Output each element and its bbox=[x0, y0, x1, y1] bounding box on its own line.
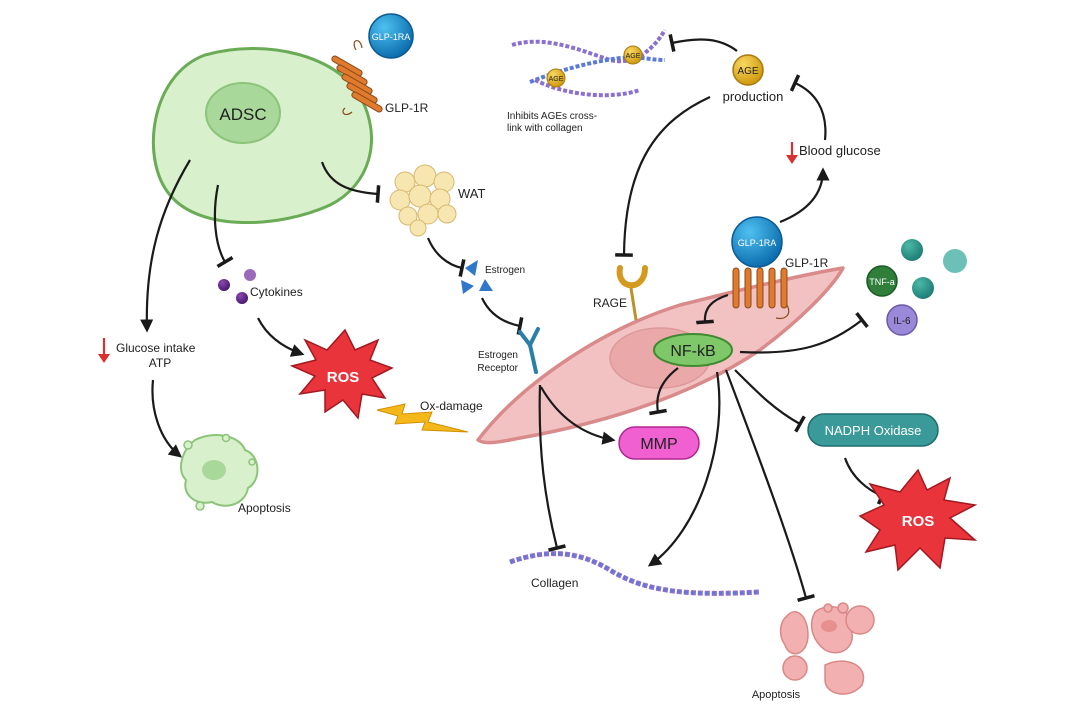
adsc-nucleus bbox=[205, 82, 281, 144]
mmp-node[interactable] bbox=[618, 426, 700, 460]
cytokine-sphere-1 bbox=[901, 239, 923, 261]
tnf-alpha-sphere bbox=[866, 265, 898, 297]
ox-damage-label: Ox-damage bbox=[420, 399, 483, 413]
age-label: AGE bbox=[737, 66, 758, 77]
ros-right-label: ROS bbox=[902, 513, 935, 530]
nadph-oxidase-node[interactable] bbox=[807, 413, 939, 447]
fibroblast-glp1ra-label: GLP-1RA bbox=[738, 238, 777, 248]
crosslink-age-1-label: AGE bbox=[626, 53, 641, 60]
wat-label: WAT bbox=[458, 186, 485, 201]
nfkb-to-collagen-arrow bbox=[647, 371, 721, 567]
ros-starburst-left bbox=[289, 328, 394, 420]
glucose-to-apoptosis-arrow bbox=[151, 379, 183, 458]
nadph-oxidase-label: NADPH Oxidase bbox=[825, 423, 922, 438]
glp1ra-to-glucose-arrow bbox=[779, 167, 830, 224]
fibroblast-glp1r-receptor bbox=[732, 267, 788, 309]
collagen-strand bbox=[509, 551, 761, 596]
glp1r-inhibits-nfkb bbox=[696, 293, 729, 325]
estrogen-label: Estrogen bbox=[485, 265, 525, 276]
adsc-to-glucose-arrow bbox=[140, 159, 191, 333]
rage-label: RAGE bbox=[593, 296, 627, 310]
cytokine-sphere-2 bbox=[943, 249, 967, 273]
cytokines-to-ros-arrow bbox=[257, 317, 305, 357]
adsc-apoptosis-cell bbox=[180, 433, 259, 511]
glucose-down-arrow-head-icon bbox=[98, 354, 110, 363]
il6-sphere bbox=[886, 304, 918, 336]
adsc-glp1r-receptor bbox=[331, 40, 383, 116]
ros-left-label: ROS bbox=[327, 369, 360, 386]
er-inhibits-collagen bbox=[538, 384, 566, 552]
nfkb-node[interactable] bbox=[653, 333, 733, 367]
fibroblast-apoptosis-label: Apoptosis bbox=[752, 689, 801, 701]
nfkb-label: NF-kB bbox=[670, 343, 715, 360]
crosslink-label-1: Inhibits AGEs cross- bbox=[507, 111, 597, 122]
cytokines-icon bbox=[218, 269, 256, 304]
fibroblast-glp1r-label: GLP-1R bbox=[785, 256, 829, 270]
mmp-label: MMP bbox=[640, 436, 677, 453]
estrogen-receptor-icon bbox=[518, 327, 540, 374]
age-node[interactable] bbox=[732, 54, 764, 86]
cytokine-sphere-3 bbox=[912, 277, 934, 299]
adsc-inhibits-wat bbox=[320, 161, 381, 203]
age-inhibits-crosslink bbox=[668, 34, 738, 52]
age-production-label: production bbox=[723, 89, 784, 104]
adsc-apoptosis-label: Apoptosis bbox=[238, 501, 291, 515]
tnf-alpha-label: TNF-a bbox=[869, 277, 895, 287]
adsc-label: ADSC bbox=[219, 105, 266, 124]
adsc-glp1ra-ligand bbox=[368, 13, 414, 59]
nfkb-inhibits-nadph bbox=[734, 369, 806, 433]
adsc-inhibits-cytokines bbox=[213, 184, 234, 268]
blood-glucose-label: Blood glucose bbox=[799, 143, 881, 158]
adsc-glp1ra-label: GLP-1RA bbox=[372, 32, 411, 42]
crosslinked-collagen-icon bbox=[511, 28, 667, 98]
lightning-bolt-icon bbox=[376, 403, 469, 433]
collagen-label: Collagen bbox=[531, 576, 578, 590]
wat-inhibits-estrogen bbox=[426, 237, 466, 277]
er-to-mmp-arrow bbox=[540, 386, 616, 445]
nfkb-inhibits-il6 bbox=[739, 311, 869, 354]
estrogen-receptor-label-2: Receptor bbox=[477, 363, 518, 374]
fibroblast-glp1ra-ligand bbox=[731, 216, 783, 268]
estrogen-triangles-icon bbox=[461, 260, 493, 294]
crosslink-age-2-label: AGE bbox=[549, 76, 564, 83]
estrogen-receptor-label-1: Estrogen bbox=[478, 350, 518, 361]
estrogen-inhibits-receptor bbox=[481, 297, 524, 335]
il6-label: IL-6 bbox=[893, 316, 911, 327]
adsc-glp1r-label: GLP-1R bbox=[385, 101, 429, 115]
fibroblast-apoptosis-cell bbox=[779, 602, 875, 695]
ros-starburst-right bbox=[858, 468, 978, 572]
age-inhibits-rage bbox=[615, 96, 711, 257]
crosslink-age-1 bbox=[623, 45, 643, 65]
nfkb-inhibits-apoptosis bbox=[724, 369, 815, 603]
glucose-inhibits-age bbox=[789, 74, 827, 141]
glucose-intake-label: Glucose intake bbox=[116, 341, 196, 355]
wat-adipocytes-icon bbox=[389, 164, 457, 237]
crosslink-age-2 bbox=[546, 68, 566, 88]
nfkb-inhibits-mmp bbox=[649, 367, 679, 416]
crosslink-label-2: link with collagen bbox=[507, 123, 583, 134]
rage-receptor-icon bbox=[616, 265, 648, 321]
atp-label: ATP bbox=[149, 356, 171, 370]
adsc-cell: ADSC bbox=[151, 47, 373, 224]
cytokines-label: Cytokines bbox=[250, 285, 303, 299]
blood-glucose-down-arrow-head-icon bbox=[786, 155, 798, 164]
